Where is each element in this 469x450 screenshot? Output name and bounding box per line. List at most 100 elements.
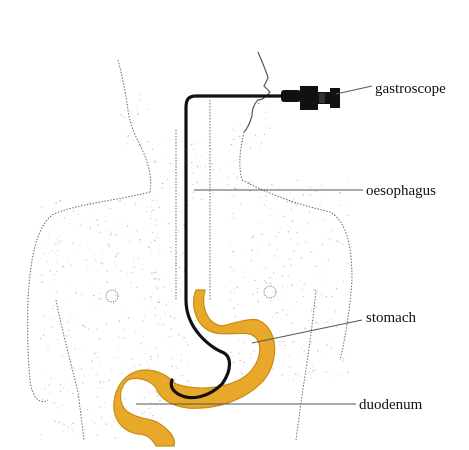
skin-stipple-dot <box>188 381 190 383</box>
skin-stipple-dot <box>159 325 160 326</box>
skin-stipple-dot <box>279 345 280 346</box>
skin-stipple-dot <box>40 338 41 339</box>
skin-stipple-dot <box>100 299 101 300</box>
skin-stipple-dot <box>50 283 51 284</box>
skin-stipple-dot <box>291 265 292 266</box>
skin-stipple-dot <box>69 300 70 301</box>
skin-stipple-dot <box>234 130 235 131</box>
skin-stipple-dot <box>119 200 120 201</box>
skin-stipple-dot <box>148 109 149 110</box>
skin-stipple-dot <box>276 297 277 298</box>
skin-stipple-dot <box>85 327 86 328</box>
skin-stipple-dot <box>255 135 256 136</box>
skin-stipple-dot <box>188 153 189 154</box>
skin-stipple-dot <box>196 154 197 155</box>
skin-stipple-dot <box>309 212 310 213</box>
skin-stipple-dot <box>232 251 234 253</box>
skin-stipple-dot <box>144 397 145 398</box>
skin-stipple-dot <box>85 221 86 222</box>
skin-stipple-dot <box>284 216 285 217</box>
skin-stipple-dot <box>49 392 50 393</box>
skin-stipple-dot <box>53 278 54 279</box>
skin-stipple-dot <box>155 391 157 393</box>
skin-stipple-dot <box>90 308 91 309</box>
skin-stipple-dot <box>139 94 140 95</box>
skin-stipple-dot <box>124 328 125 329</box>
skin-stipple-dot <box>52 319 53 320</box>
skin-stipple-dot <box>124 203 125 204</box>
skin-stipple-dot <box>97 396 98 397</box>
skin-stipple-dot <box>125 361 126 362</box>
skin-stipple-dot <box>140 99 141 100</box>
skin-stipple-dot <box>279 257 280 258</box>
skin-stipple-dot <box>156 414 157 415</box>
skin-stipple-dot <box>348 321 349 322</box>
skin-stipple-dot <box>348 181 349 182</box>
skin-stipple-dot <box>75 292 77 294</box>
skin-stipple-dot <box>335 240 336 241</box>
skin-stipple-dot <box>313 289 314 290</box>
skin-stipple-dot <box>157 395 158 396</box>
skin-stipple-dot <box>178 319 179 320</box>
skin-stipple-dot <box>57 410 58 411</box>
skin-stipple-dot <box>288 356 289 357</box>
skin-stipple-dot <box>62 405 63 406</box>
skin-stipple-dot <box>249 182 250 183</box>
skin-stipple-dot <box>212 149 213 150</box>
skin-stipple-dot <box>242 373 243 374</box>
skin-stipple-dot <box>347 263 348 264</box>
skin-stipple-dot <box>78 419 79 420</box>
skin-stipple-dot <box>234 196 235 197</box>
skin-stipple-dot <box>57 250 58 251</box>
skin-stipple-dot <box>163 324 164 325</box>
skin-stipple-dot <box>117 425 118 426</box>
skin-stipple-dot <box>144 299 145 300</box>
skin-stipple-dot <box>60 390 61 391</box>
skin-stipple-dot <box>245 137 246 138</box>
skin-stipple-dot <box>292 341 293 342</box>
skin-stipple-dot <box>80 224 81 225</box>
skin-stipple-dot <box>180 255 181 256</box>
skin-stipple-dot <box>233 138 235 140</box>
skin-stipple-dot <box>121 427 122 428</box>
skin-stipple-dot <box>170 316 171 317</box>
skin-stipple-dot <box>143 336 144 337</box>
skin-stipple-dot <box>42 274 43 275</box>
skin-stipple-dot <box>125 304 126 305</box>
skin-stipple-dot <box>156 268 157 269</box>
skin-stipple-dot <box>171 251 172 252</box>
skin-stipple-dot <box>157 287 158 288</box>
skin-stipple-dot <box>234 188 236 190</box>
skin-stipple-dot <box>300 280 301 281</box>
skin-stipple-dot <box>56 239 57 240</box>
skin-stipple-dot <box>230 299 231 300</box>
skin-stipple-dot <box>109 231 110 232</box>
skin-stipple-dot <box>269 283 270 284</box>
skin-stipple-dot <box>125 149 126 150</box>
skin-stipple-dot <box>145 231 146 232</box>
skin-stipple-dot <box>258 270 259 271</box>
skin-stipple-dot <box>58 343 59 344</box>
skin-stipple-dot <box>151 204 152 205</box>
skin-stipple-dot <box>72 430 73 431</box>
skin-stipple-dot <box>303 194 304 195</box>
face-profile <box>244 52 270 132</box>
skin-stipple-dot <box>280 341 281 342</box>
skin-stipple-dot <box>127 142 128 143</box>
skin-stipple-dot <box>98 298 99 299</box>
skin-stipple-dot <box>142 207 143 208</box>
skin-stipple-dot <box>87 268 88 269</box>
skin-stipple-dot <box>42 281 43 282</box>
skin-stipple-dot <box>225 148 226 149</box>
skin-stipple-dot <box>70 313 71 314</box>
gastroscope-handle-icon <box>281 86 340 110</box>
skin-stipple-dot <box>231 242 232 243</box>
skin-stipple-dot <box>269 277 270 278</box>
skin-stipple-dot <box>140 343 141 344</box>
skin-stipple-dot <box>303 296 304 297</box>
skin-stipple-dot <box>297 374 298 375</box>
skin-stipple-dot <box>57 339 58 340</box>
skin-stipple-dot <box>311 308 312 309</box>
skin-stipple-dot <box>111 234 112 235</box>
skin-stipple-dot <box>311 311 312 312</box>
